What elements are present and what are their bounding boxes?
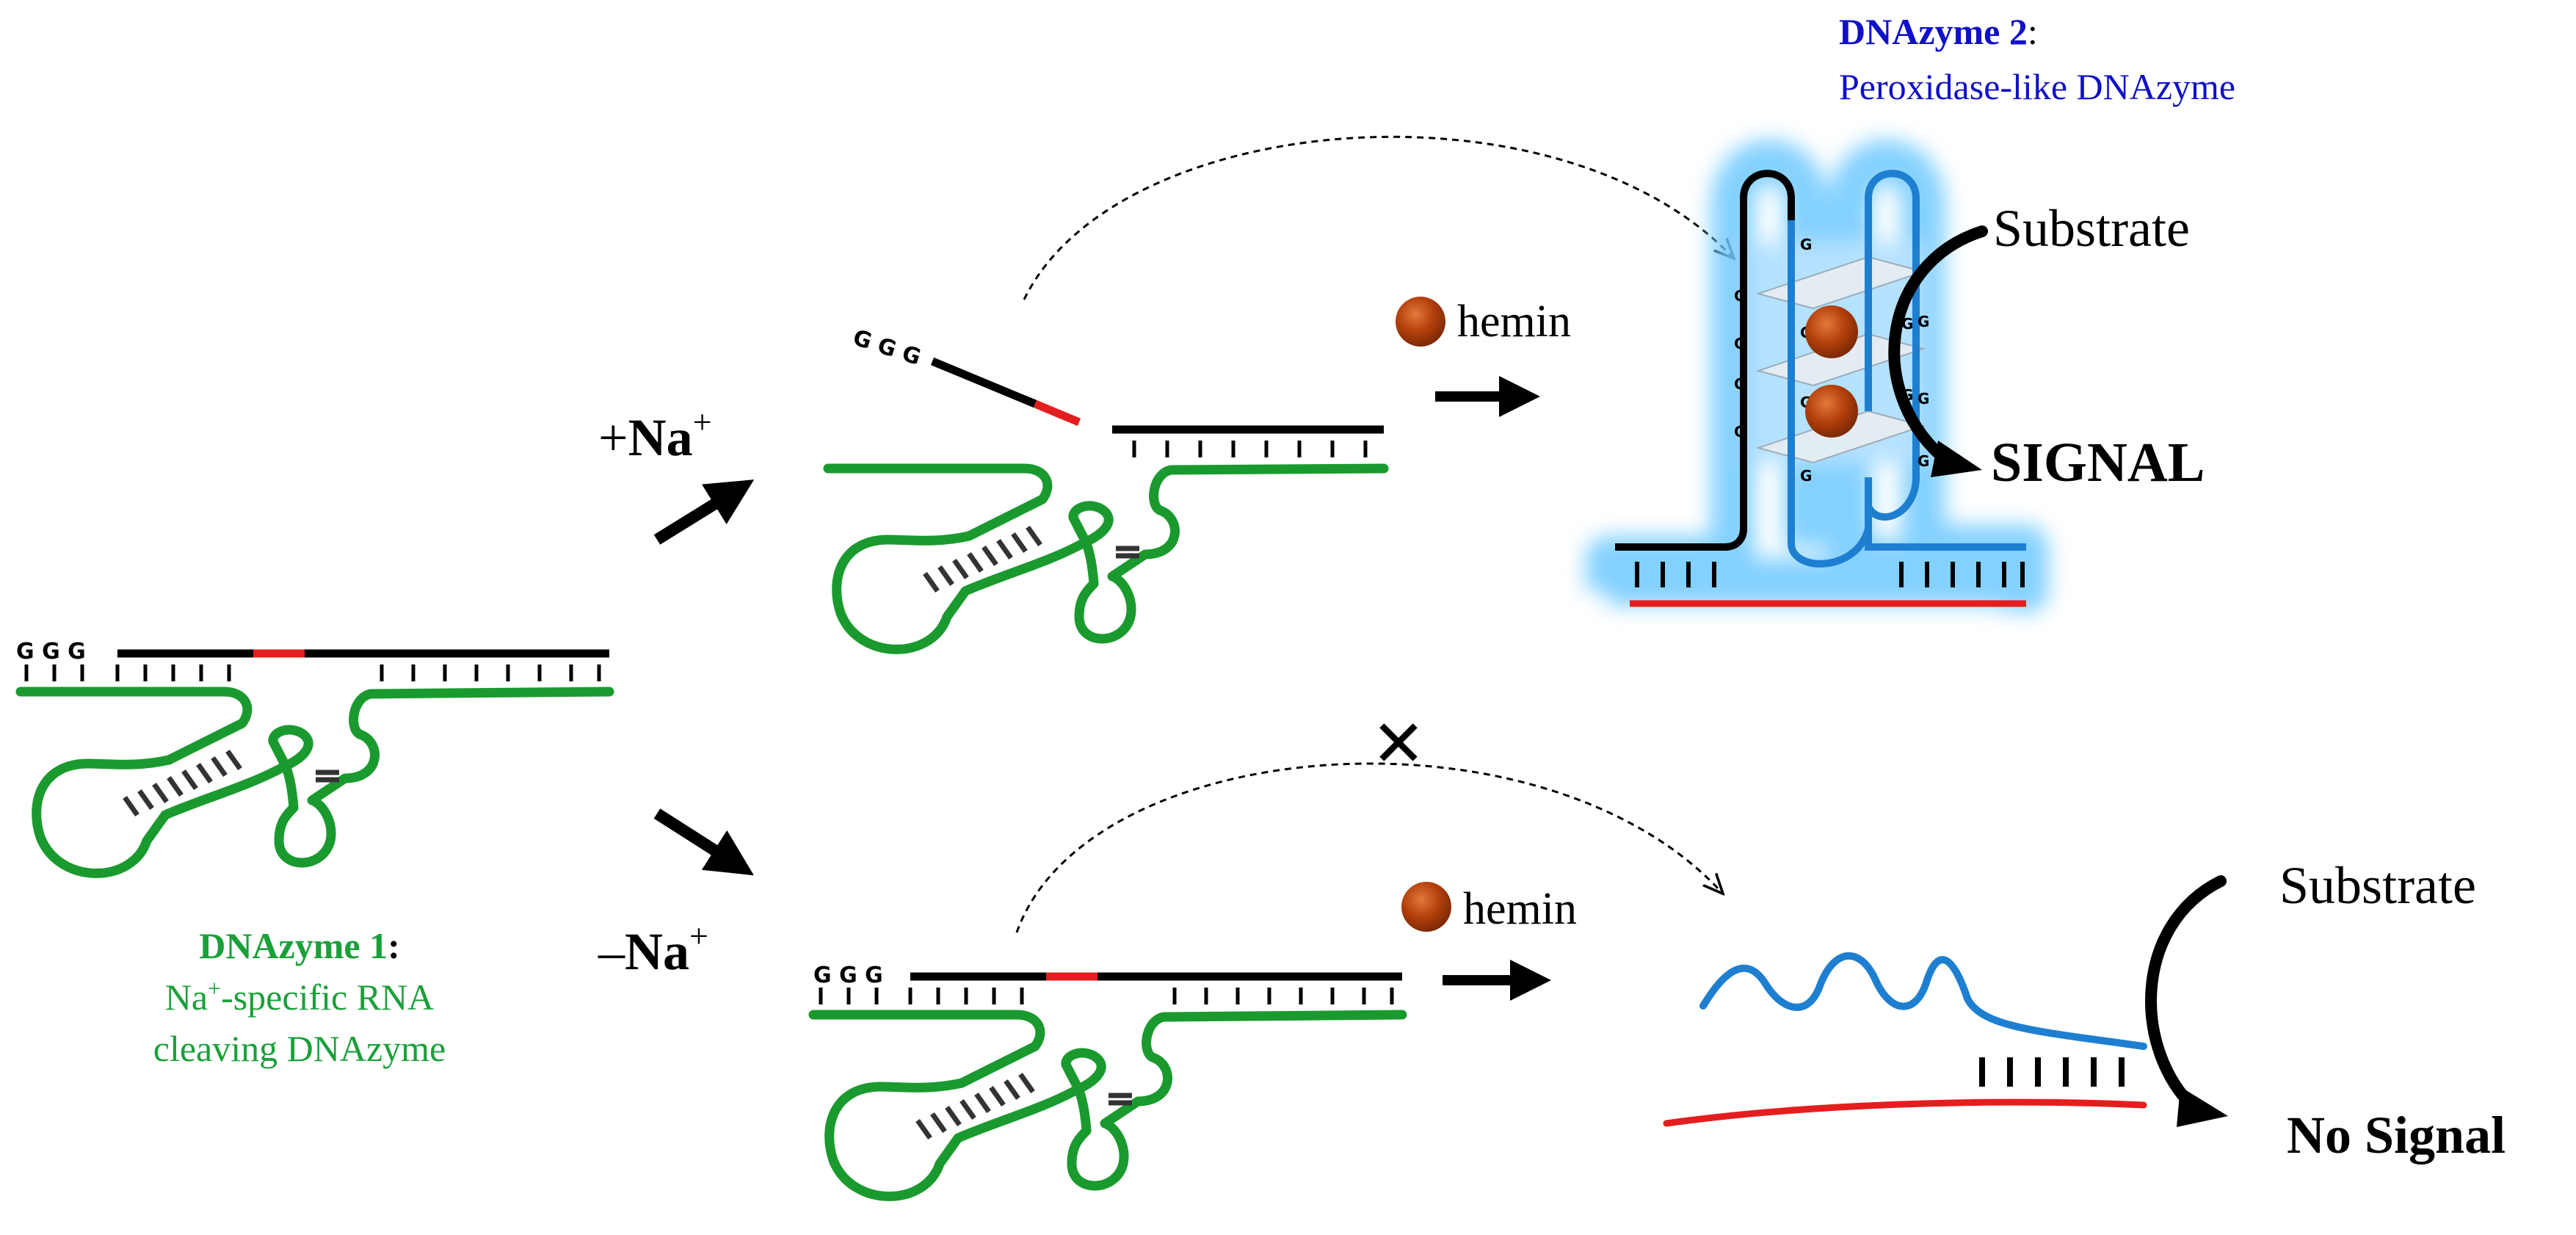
cleaved-rna-end <box>1033 399 1081 427</box>
svg-text:G: G <box>1734 287 1746 305</box>
red-strand-bottom <box>1663 1098 2147 1127</box>
hemin-label-bottom: hemin <box>1463 884 1577 934</box>
quadruplex-black-loop <box>1740 170 1795 441</box>
hemin-ball-bottom <box>1401 882 1451 932</box>
dnazyme1-strand <box>15 687 614 878</box>
svg-text:G: G <box>1918 390 1929 408</box>
svg-text:G: G <box>1734 335 1746 352</box>
svg-text:G: G <box>1800 467 1812 485</box>
svg-text:G: G <box>1918 452 1929 470</box>
base-pairs-cleaved <box>1132 441 1368 457</box>
g-quadruplex-dnazyme2: GG GG GG GG GG GG G <box>1586 140 2048 613</box>
ggg-label-left: G G G <box>16 639 86 664</box>
stem-pairs-top <box>923 525 1139 593</box>
uncleaved-complex: G G G <box>808 963 1407 1201</box>
substrate-label-bottom: Substrate <box>2279 856 2476 915</box>
no-signal-label: No Signal <box>2287 1106 2506 1165</box>
hemin-label-top: hemin <box>1457 297 1571 347</box>
curved-arrow-signal <box>1888 225 1988 468</box>
quadruplex-black-tail <box>1615 441 1747 551</box>
base-pairs-left <box>24 664 601 681</box>
dashed-arc-bottom <box>1015 762 1721 933</box>
cleaved-fragment <box>930 357 1037 408</box>
dnazyme-strand-bottom <box>808 1010 1407 1201</box>
stem-pairs-left <box>123 749 339 817</box>
curved-arrow-nosignal <box>2145 875 2227 1115</box>
hemin-ball-top <box>1396 297 1445 347</box>
arrow-plus-na <box>653 479 755 545</box>
svg-text:G: G <box>1734 423 1746 441</box>
blocked-x-mark: ✕ <box>1371 707 1426 780</box>
stem-pairs-bottom <box>915 1072 1132 1140</box>
dashed-arc-top <box>1023 135 1733 300</box>
signal-label: SIGNAL <box>1991 432 2205 493</box>
ggg-label-cleaved: G G G <box>850 325 924 371</box>
blue-wavy-strand <box>1699 952 2147 1050</box>
unfolded-g-rich-strand <box>1663 952 2147 1127</box>
substrate-label-top: Substrate <box>1993 199 2190 258</box>
minus-na-label: –Na+ <box>598 917 708 981</box>
dnazyme2-subtitle: Peroxidase-like DNAzyme <box>1839 66 2235 107</box>
svg-text:G: G <box>1918 313 1929 330</box>
hemin-bound-2 <box>1805 385 1858 438</box>
plus-na-label: +Na+ <box>598 403 712 467</box>
curved-arrow-signal-head <box>1931 441 1982 477</box>
curved-arrow-nosignal-head <box>2177 1087 2228 1127</box>
hemin-bound-1 <box>1805 305 1858 358</box>
base-pairs-bottom <box>819 988 1394 1004</box>
base-pairs-hairpin <box>1979 1057 2125 1087</box>
cleaved-complex: G G G <box>823 325 1389 654</box>
dnazyme2-title: DNAzyme 2: <box>1839 11 2038 52</box>
arrow-minus-na <box>653 808 754 876</box>
dnazyme1-desc-line2: cleaving DNAzyme <box>153 1028 446 1069</box>
ggg-label-bottom: G G G <box>813 963 883 988</box>
svg-text:G: G <box>1800 236 1812 253</box>
svg-text:G: G <box>1901 315 1913 333</box>
dnazyme1-complex: G G G <box>15 639 614 878</box>
dnazyme-strand-top <box>823 463 1389 654</box>
quadruplex-blue-tail <box>1865 507 2026 551</box>
dnazyme1-title: DNAzyme 1: <box>199 925 400 966</box>
dnazyme1-desc-line1: Na+-specific RNA <box>165 975 435 1018</box>
base-pairs-quadruplex <box>1635 562 2025 587</box>
svg-text:G: G <box>1734 375 1746 393</box>
